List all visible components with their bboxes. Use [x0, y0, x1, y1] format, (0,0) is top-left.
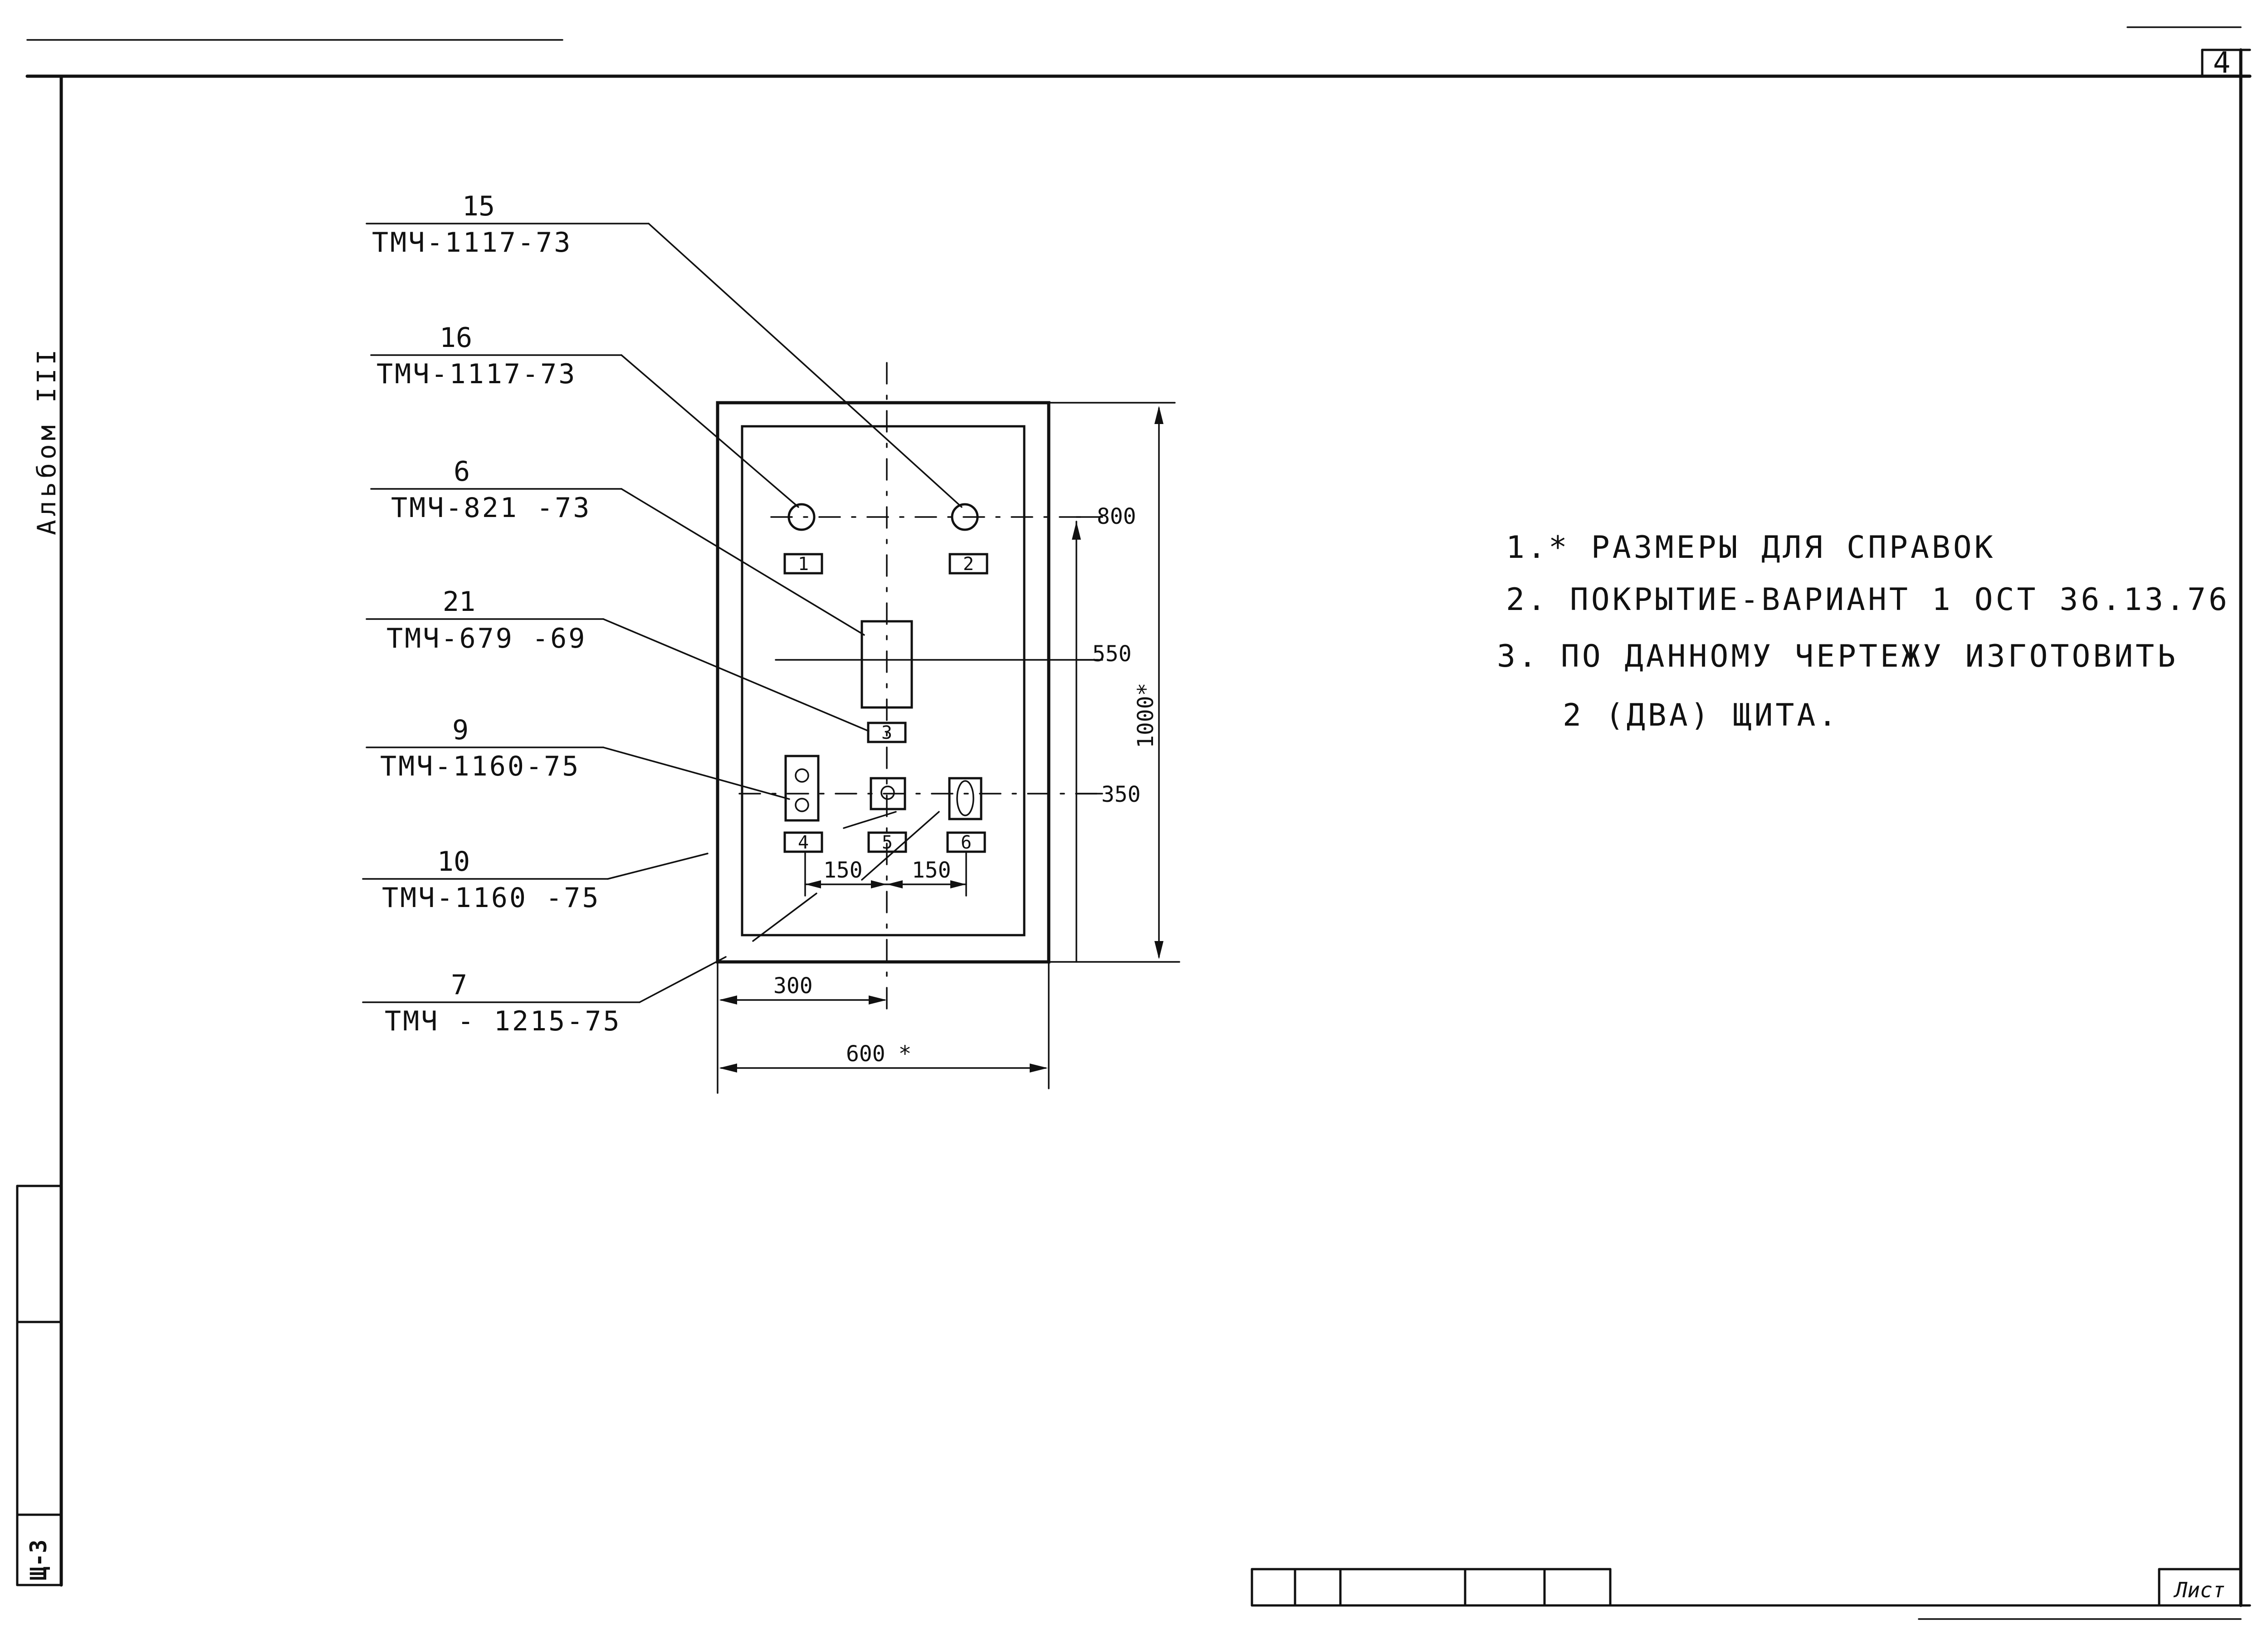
notes: 1.* РАЗМЕРЫ ДЛЯ СПРАВОК 2. ПОКРЫТИЕ-ВАРИ… — [1497, 530, 2230, 733]
dim-half-width: 300 — [773, 973, 813, 999]
callout-16: 16 ТМЧ-1117-73 — [376, 322, 577, 390]
dim-800: 800 — [1097, 504, 1136, 529]
svg-text:ТМЧ-1117-73: ТМЧ-1117-73 — [372, 227, 572, 259]
svg-text:15: 15 — [462, 190, 495, 222]
label-plate-4: 4 — [783, 831, 823, 853]
svg-text:21: 21 — [443, 586, 475, 618]
svg-text:ТМЧ-1117-73: ТМЧ-1117-73 — [376, 358, 577, 390]
svg-text:1: 1 — [798, 554, 809, 575]
dim-total-width: 600 * — [846, 1041, 912, 1067]
svg-text:ТМЧ - 1215-75: ТМЧ - 1215-75 — [385, 1005, 621, 1037]
svg-text:6: 6 — [454, 456, 470, 488]
switch-7 — [948, 777, 982, 820]
svg-text:16: 16 — [440, 322, 472, 354]
label-plate-2: 2 — [948, 553, 988, 575]
dim-spacing-left: 150 — [823, 858, 863, 883]
album-label: Альбом III — [32, 346, 62, 535]
callout-15: 15 ТМЧ-1117-73 — [372, 190, 572, 259]
note-1: 1.* РАЗМЕРЫ ДЛЯ СПРАВОК — [1506, 530, 1996, 566]
sheet-number: 4 — [2213, 46, 2231, 80]
instrument-6 — [860, 620, 913, 709]
sheet-frame — [25, 26, 2252, 1620]
callout-6: 6 ТМЧ-821 -73 — [391, 456, 591, 524]
callout-10: 10 ТМЧ-1160 -75 — [382, 846, 600, 914]
switch-9 — [784, 755, 820, 822]
binding-strip — [16, 1185, 63, 1586]
dim-550: 550 — [1092, 641, 1132, 667]
sheet-label: Лист — [2173, 1578, 2225, 1602]
center-lines — [738, 362, 1099, 1017]
dim-350: 350 — [1101, 782, 1141, 807]
label-plate-5: 5 — [867, 831, 907, 853]
svg-text:5: 5 — [882, 832, 893, 853]
callout-7: 7 ТМЧ - 1215-75 — [385, 969, 621, 1037]
svg-text:9: 9 — [452, 714, 469, 746]
drawing-code: Щ-3 — [25, 1540, 52, 1580]
svg-text:ТМЧ-1160 -75: ТМЧ-1160 -75 — [382, 882, 600, 914]
panel-outer — [716, 401, 1051, 964]
lamp-15 — [951, 503, 979, 531]
note-3-continued: 2 (ДВА) ЩИТА. — [1563, 697, 1839, 733]
svg-text:6: 6 — [961, 832, 972, 853]
lamp-16 — [787, 503, 816, 531]
svg-text:ТМЧ-679 -69: ТМЧ-679 -69 — [386, 623, 587, 654]
leader-lines — [362, 223, 963, 1003]
note-2: 2. ПОКРЫТИЕ-ВАРИАНТ 1 ОСТ 36.13.76 — [1506, 582, 2230, 618]
label-plate-1: 1 — [783, 553, 823, 575]
dim-spacing-right: 150 — [912, 858, 951, 883]
svg-text:4: 4 — [798, 832, 809, 853]
dimension-lines — [717, 402, 1180, 1094]
svg-text:ТМЧ-1160-75: ТМЧ-1160-75 — [380, 751, 580, 782]
svg-text:4: 4 — [2213, 46, 2231, 80]
svg-text:ТМЧ-821 -73: ТМЧ-821 -73 — [391, 492, 591, 524]
label-plate-6: 6 — [946, 831, 986, 853]
svg-text:2: 2 — [963, 554, 974, 575]
svg-text:3: 3 — [881, 722, 892, 743]
dim-total-height: 1000* — [1133, 683, 1158, 749]
callout-21: 21 ТМЧ-679 -69 — [386, 586, 587, 654]
callout-9: 9 ТМЧ-1160-75 — [380, 714, 580, 782]
label-plate-3: 3 — [867, 722, 907, 743]
panel-inner — [741, 425, 1026, 937]
svg-text:10: 10 — [437, 846, 470, 878]
title-block — [1251, 1568, 2242, 1607]
note-3: 3. ПО ДАННОМУ ЧЕРТЕЖУ ИЗГОТОВИТЬ — [1497, 639, 2178, 674]
svg-text:7: 7 — [451, 969, 467, 1001]
button-10 — [870, 777, 906, 810]
